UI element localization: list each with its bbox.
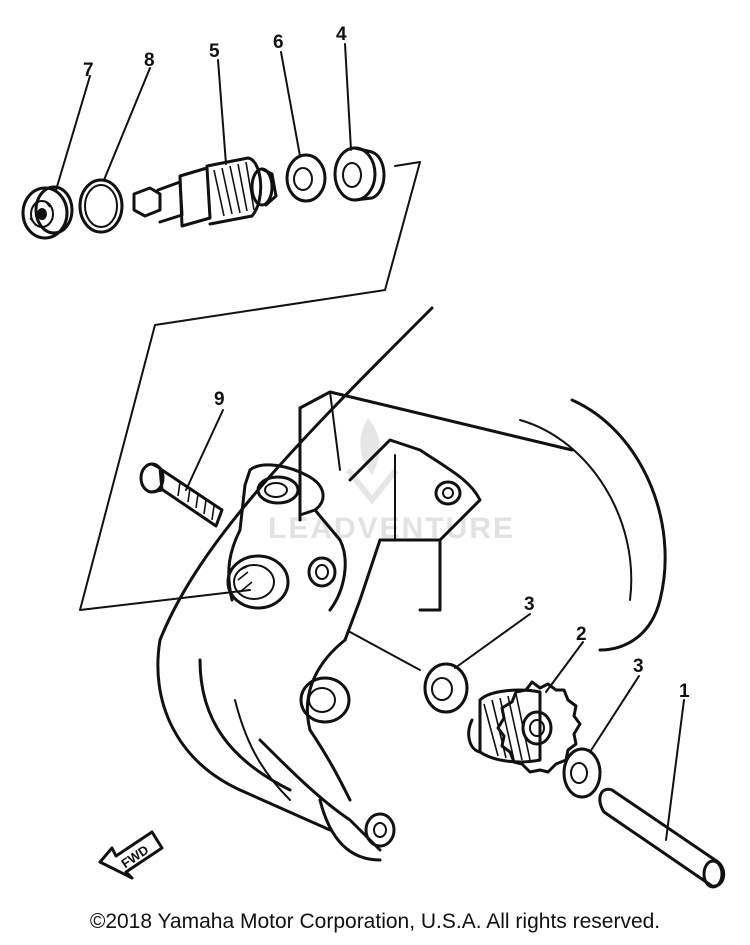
- callout-6: 6: [273, 32, 284, 53]
- part-6-washer: [285, 153, 327, 203]
- part-7-bearing: [21, 185, 74, 240]
- callout-1: 1: [679, 681, 690, 702]
- part-3-washer-inner: [423, 662, 469, 714]
- copyright-notice: ©2018 Yamaha Motor Corporation, U.S.A. A…: [89, 910, 661, 933]
- callout-2: 2: [576, 624, 587, 645]
- callout-3-outer: 3: [633, 656, 644, 677]
- part-9-bolt: [139, 462, 224, 528]
- crankcase: [156, 306, 667, 862]
- callout-9: 9: [214, 389, 225, 410]
- part-5-gear-shaft: [132, 156, 278, 228]
- part-1-shaft: [598, 787, 726, 889]
- part-2-idler-gear: [467, 680, 582, 774]
- part-3-washer-outer: [562, 747, 602, 799]
- callout-5: 5: [209, 41, 220, 62]
- callout-4: 4: [336, 24, 347, 45]
- callout-7: 7: [83, 60, 94, 81]
- callout-8: 8: [144, 50, 155, 71]
- assembly-bracket: [79, 161, 421, 611]
- callouts: 7 8 5 6 4 9 3 2 3 1: [55, 24, 690, 841]
- part-8-oring: [78, 178, 124, 234]
- callout-3-inner: 3: [524, 594, 535, 615]
- part-4-bushing: [333, 146, 386, 202]
- fwd-arrow-icon: FWD: [98, 830, 164, 880]
